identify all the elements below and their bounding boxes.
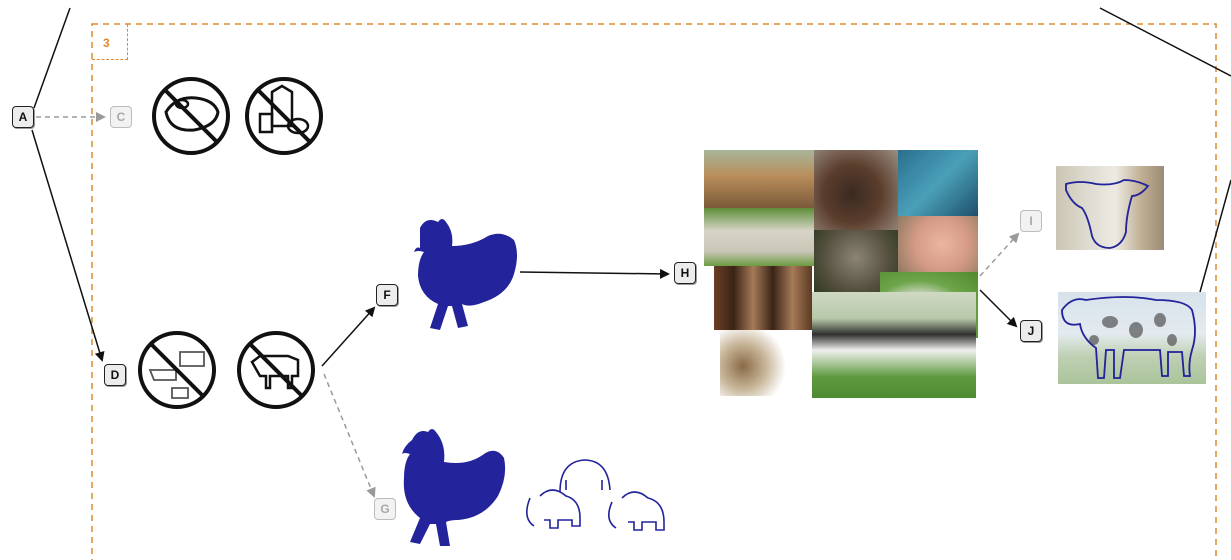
photo-fish	[898, 150, 978, 216]
photo-turkey	[814, 150, 898, 230]
edge-f-to-h	[519, 268, 670, 279]
edge-top-to-a	[33, 7, 71, 109]
no-dairy-icon	[245, 77, 323, 155]
no-cow-icon	[237, 331, 315, 409]
rooster-silhouette	[402, 429, 506, 546]
photo-cow-body	[1058, 292, 1206, 384]
node-j[interactable]: J	[1020, 320, 1042, 342]
node-i[interactable]: I	[1020, 210, 1042, 232]
edge-d-to-g	[323, 373, 376, 498]
edge-h-to-j	[979, 289, 1018, 328]
node-h[interactable]: H	[674, 262, 696, 284]
group-frame	[91, 23, 1217, 560]
no-meat-icon	[152, 77, 230, 155]
edge-top-right	[1099, 7, 1231, 77]
node-f[interactable]: F	[376, 284, 398, 306]
photo-goats	[714, 266, 812, 330]
edge-a-to-d	[31, 129, 105, 362]
edge-d-to-f	[321, 306, 376, 367]
node-d[interactable]: D	[104, 364, 126, 386]
no-livestock-icon	[138, 331, 216, 409]
node-c[interactable]: C	[110, 106, 132, 128]
photo-sheep	[704, 208, 814, 266]
edge-h-to-i	[979, 232, 1020, 277]
group-number: 3	[92, 24, 128, 60]
edge-right-side	[1199, 179, 1231, 293]
photo-quail-hen	[720, 330, 812, 396]
elephant-doodle	[526, 459, 665, 531]
photo-cows	[704, 150, 814, 208]
photo-holstein	[812, 292, 976, 398]
chicken-silhouette	[414, 219, 517, 330]
node-g[interactable]: G	[374, 498, 396, 520]
node-a[interactable]: A	[12, 106, 34, 128]
photo-pig	[898, 216, 978, 272]
photo-cow-head	[1056, 166, 1164, 250]
